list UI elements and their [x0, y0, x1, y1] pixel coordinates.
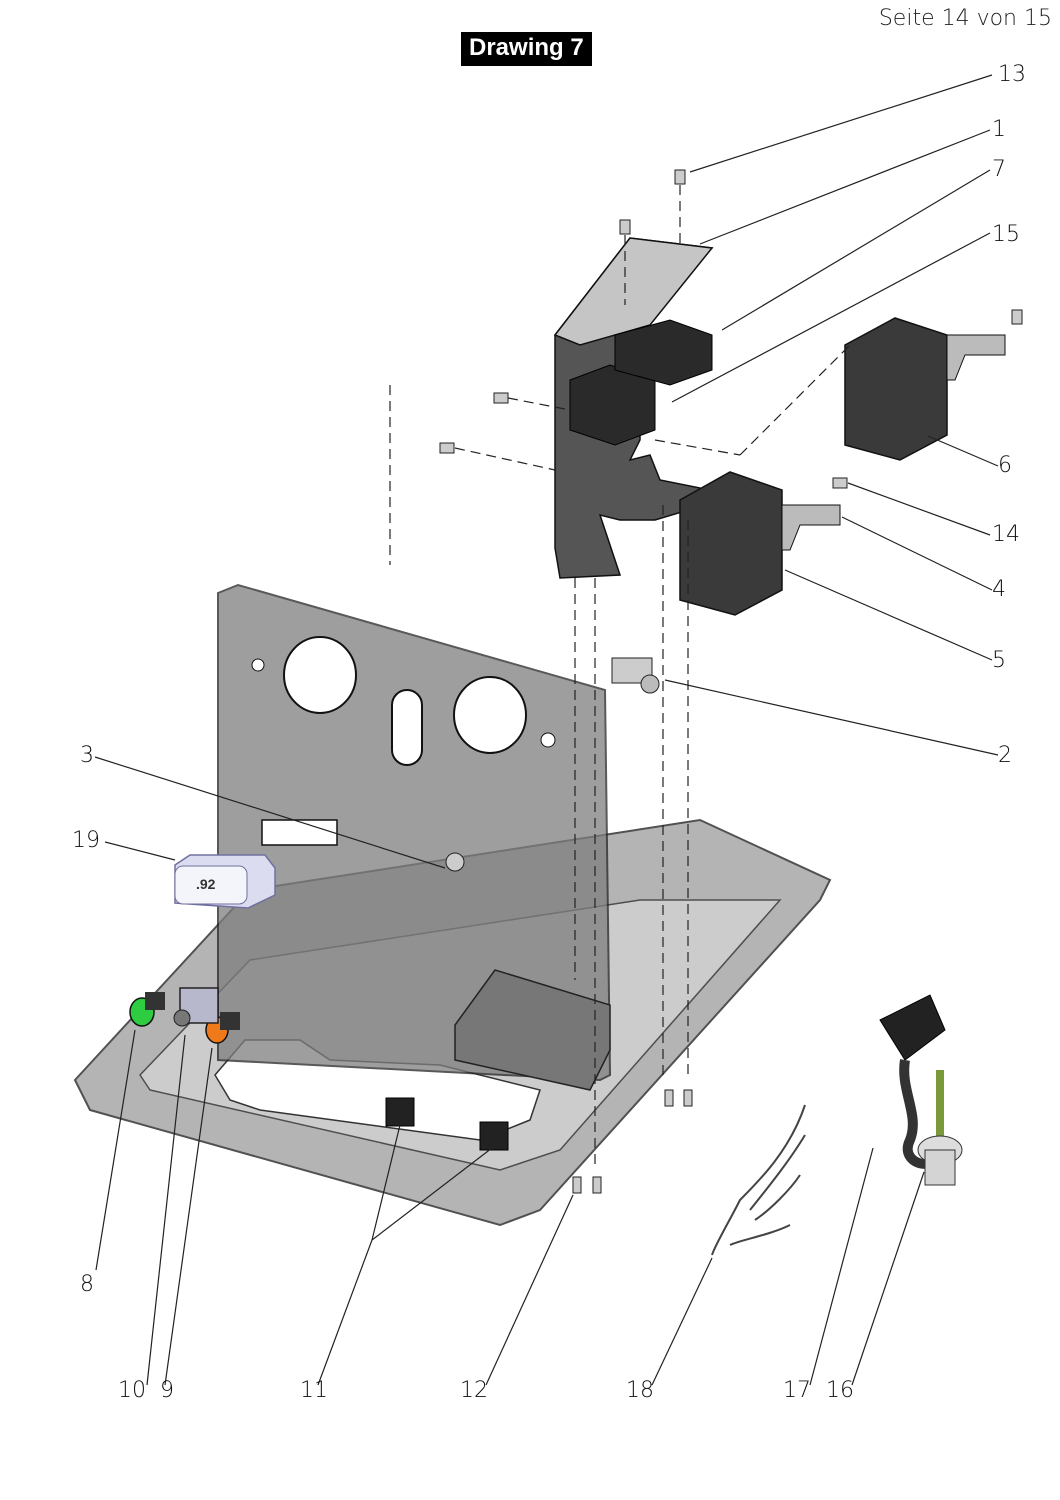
callout-5: 5	[992, 648, 1006, 673]
thermostat-10	[173, 987, 219, 1027]
bracket-assembly	[553, 237, 714, 579]
internal-box	[454, 969, 611, 1091]
relay-housing-5	[679, 471, 841, 616]
drawing-title: Drawing 7	[461, 32, 592, 66]
rear-panel	[217, 583, 612, 1082]
callout-7: 7	[992, 157, 1006, 182]
lamp-green-8	[129, 992, 165, 1027]
page-indicator: Seite 14 von 15	[878, 6, 1052, 31]
callout-15: 15	[992, 222, 1020, 247]
callout-14: 14	[992, 522, 1020, 547]
leader-lines	[94, 74, 999, 1386]
callout-4: 4	[992, 577, 1006, 602]
callout-10: 10	[118, 1378, 146, 1403]
cable-gland-16	[917, 1135, 963, 1186]
relay-housing-6	[844, 317, 1006, 461]
display-unit-19	[174, 854, 276, 909]
display-readout: .92	[196, 876, 216, 892]
callout-11: 11	[300, 1378, 328, 1403]
callout-3: 3	[80, 743, 94, 768]
power-cord-17	[879, 994, 946, 1169]
callout-16: 16	[826, 1378, 854, 1403]
alignment-lines	[389, 185, 851, 1170]
callout-12: 12	[460, 1378, 488, 1403]
callout-6: 6	[998, 453, 1012, 478]
rocker-switches-11	[385, 1097, 509, 1151]
callout-17: 17	[783, 1378, 811, 1403]
screws	[439, 169, 1023, 1194]
callout-13: 13	[998, 62, 1026, 87]
callout-9: 9	[160, 1378, 174, 1403]
callout-1: 1	[992, 117, 1006, 142]
callout-8: 8	[80, 1272, 94, 1297]
callout-2: 2	[998, 743, 1012, 768]
callout-18: 18	[626, 1378, 654, 1403]
wiring-harness-18	[711, 1104, 806, 1256]
microswitch-2	[611, 657, 660, 694]
callout-19: 19	[72, 828, 100, 853]
